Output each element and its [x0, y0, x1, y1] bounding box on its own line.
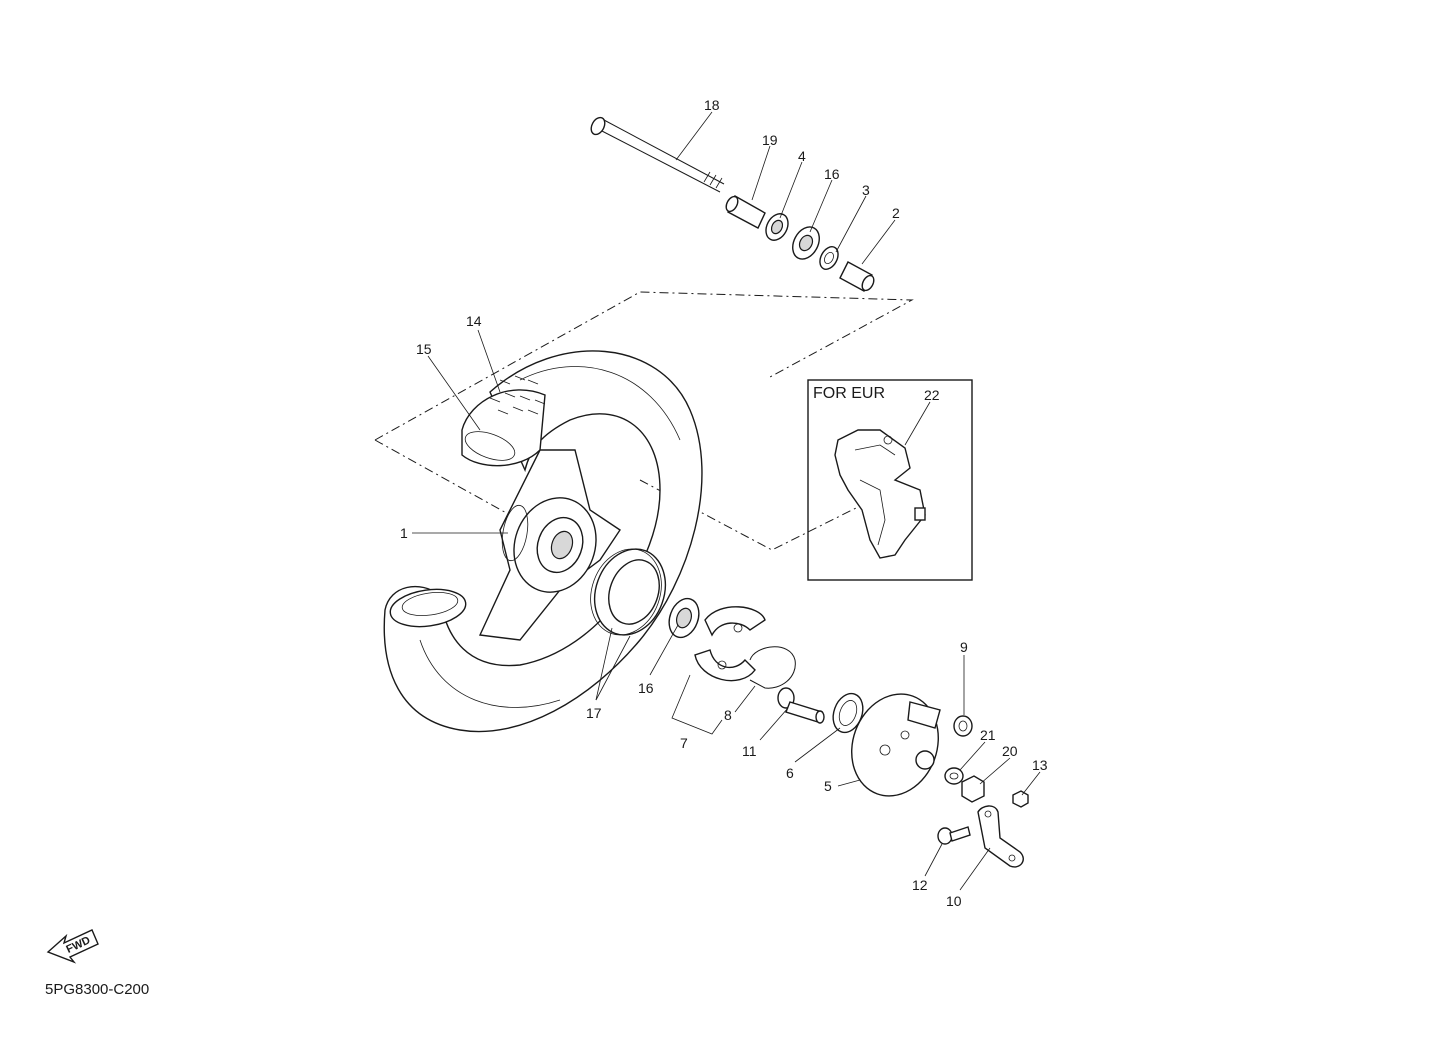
eur-box-title: FOR EUR: [813, 385, 885, 402]
callout-label: 12: [912, 877, 928, 893]
washer-part: [944, 767, 964, 785]
oil-seal-lower-part: [832, 692, 864, 734]
seal-ring-part: [590, 548, 667, 636]
callout-label: 4: [798, 148, 806, 164]
eur-box: FOR EUR: [807, 379, 973, 581]
bearing-lower-part: [668, 597, 700, 639]
bearing-upper-part: [792, 226, 820, 260]
brake-plate-part: [851, 693, 941, 797]
callout-label: 16: [638, 680, 654, 696]
nut-13-part: [1012, 790, 1029, 808]
callout-label: 1: [400, 525, 408, 541]
bearing-part: [765, 213, 789, 241]
brake-shoes-part: [694, 606, 766, 682]
callout-label: 20: [1002, 743, 1018, 759]
callout-labels: 18 19 4 16 3 2 14 15 1 22 16 17 7 8 11 6…: [400, 97, 1048, 909]
tube-part: [461, 375, 546, 467]
oil-seal-part: [819, 246, 839, 270]
callout-label: 22: [924, 387, 940, 403]
callout-label: 6: [786, 765, 794, 781]
callout-label: 5: [824, 778, 832, 794]
leader-lines: [412, 111, 1041, 891]
collar-part: [725, 195, 766, 229]
callout-label: 14: [466, 313, 482, 329]
callout-label: 7: [680, 735, 688, 751]
spacer-part: [839, 261, 875, 292]
callout-label: 13: [1032, 757, 1048, 773]
wheel-hub-part: [478, 449, 621, 641]
callout-label: 11: [742, 743, 757, 759]
axle-part: [590, 116, 725, 193]
callout-label: 16: [824, 166, 840, 182]
diagram-code: 5PG8300-C200: [45, 981, 149, 998]
cover-part: [834, 429, 926, 559]
callout-label: 3: [862, 182, 870, 198]
fwd-arrow-icon: FWD: [46, 929, 99, 964]
callout-label: 15: [416, 341, 432, 357]
brake-arm-part: [977, 805, 1024, 868]
bolt-part: [937, 826, 971, 845]
callout-label: 2: [892, 205, 900, 221]
callout-label: 17: [586, 705, 602, 721]
callout-label: 10: [946, 893, 962, 909]
callout-label: 21: [980, 727, 996, 743]
nut-20-part: [961, 775, 985, 803]
callout-label: 19: [762, 132, 778, 148]
tire-part: [383, 350, 703, 733]
callout-label: 9: [960, 639, 968, 655]
callout-label: 8: [724, 707, 732, 723]
spring-part: [749, 646, 796, 689]
assembly-lines: [374, 291, 914, 551]
nut-part: [953, 715, 973, 737]
callout-label: 18: [704, 97, 720, 113]
camshaft-part: [777, 687, 825, 724]
